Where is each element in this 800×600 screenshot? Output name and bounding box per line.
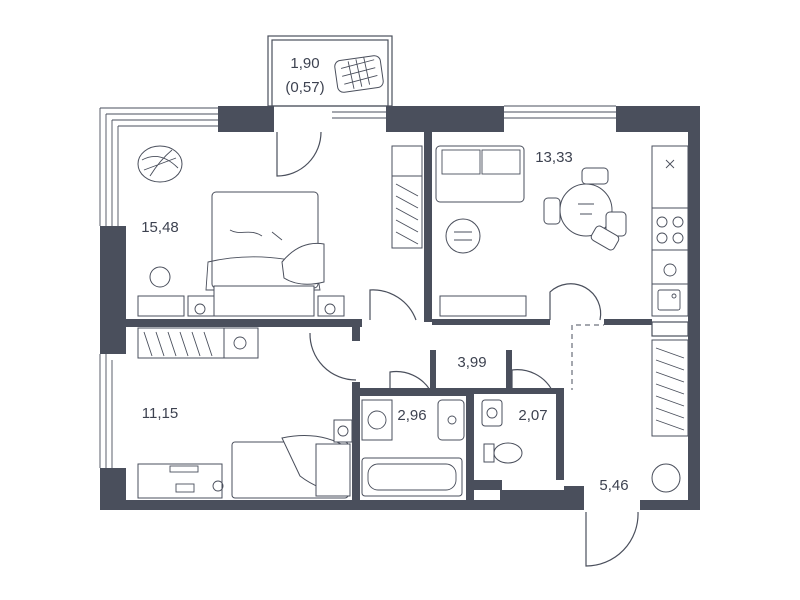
bedroom-large-area-label: 15,48 (141, 219, 179, 236)
bathroom-furniture (361, 399, 465, 497)
balcony-area-label: 1,90 (290, 55, 319, 72)
bathroom-area-label: 2,96 (397, 407, 426, 424)
hall-area-label: 3,99 (457, 354, 486, 371)
balcony (267, 35, 393, 107)
balcony-reduced-area-label: (0,57) (285, 79, 324, 96)
corridor-area-label: 5,46 (599, 477, 628, 494)
outer-walls (100, 106, 700, 510)
corridor-furniture (651, 339, 689, 493)
bedroom-small-furniture (137, 327, 353, 499)
area-labels: 1,90 (0,57) 15,48 13,33 3,99 11,15 2,96 … (141, 55, 628, 494)
toilet-area-label: 2,07 (518, 407, 547, 424)
laundry-basket-icon (334, 55, 384, 93)
toilet-furniture (481, 399, 523, 464)
interior-walls (126, 132, 689, 500)
bedroom-small-area-label: 11,15 (142, 405, 178, 422)
plant-icon (137, 145, 183, 183)
kitchen-area-label: 13,33 (535, 149, 573, 166)
doors (276, 131, 639, 567)
windows (99, 105, 616, 468)
bedroom-large-furniture (137, 145, 423, 317)
kitchen-furniture (435, 145, 689, 317)
rug-icon (445, 218, 481, 254)
